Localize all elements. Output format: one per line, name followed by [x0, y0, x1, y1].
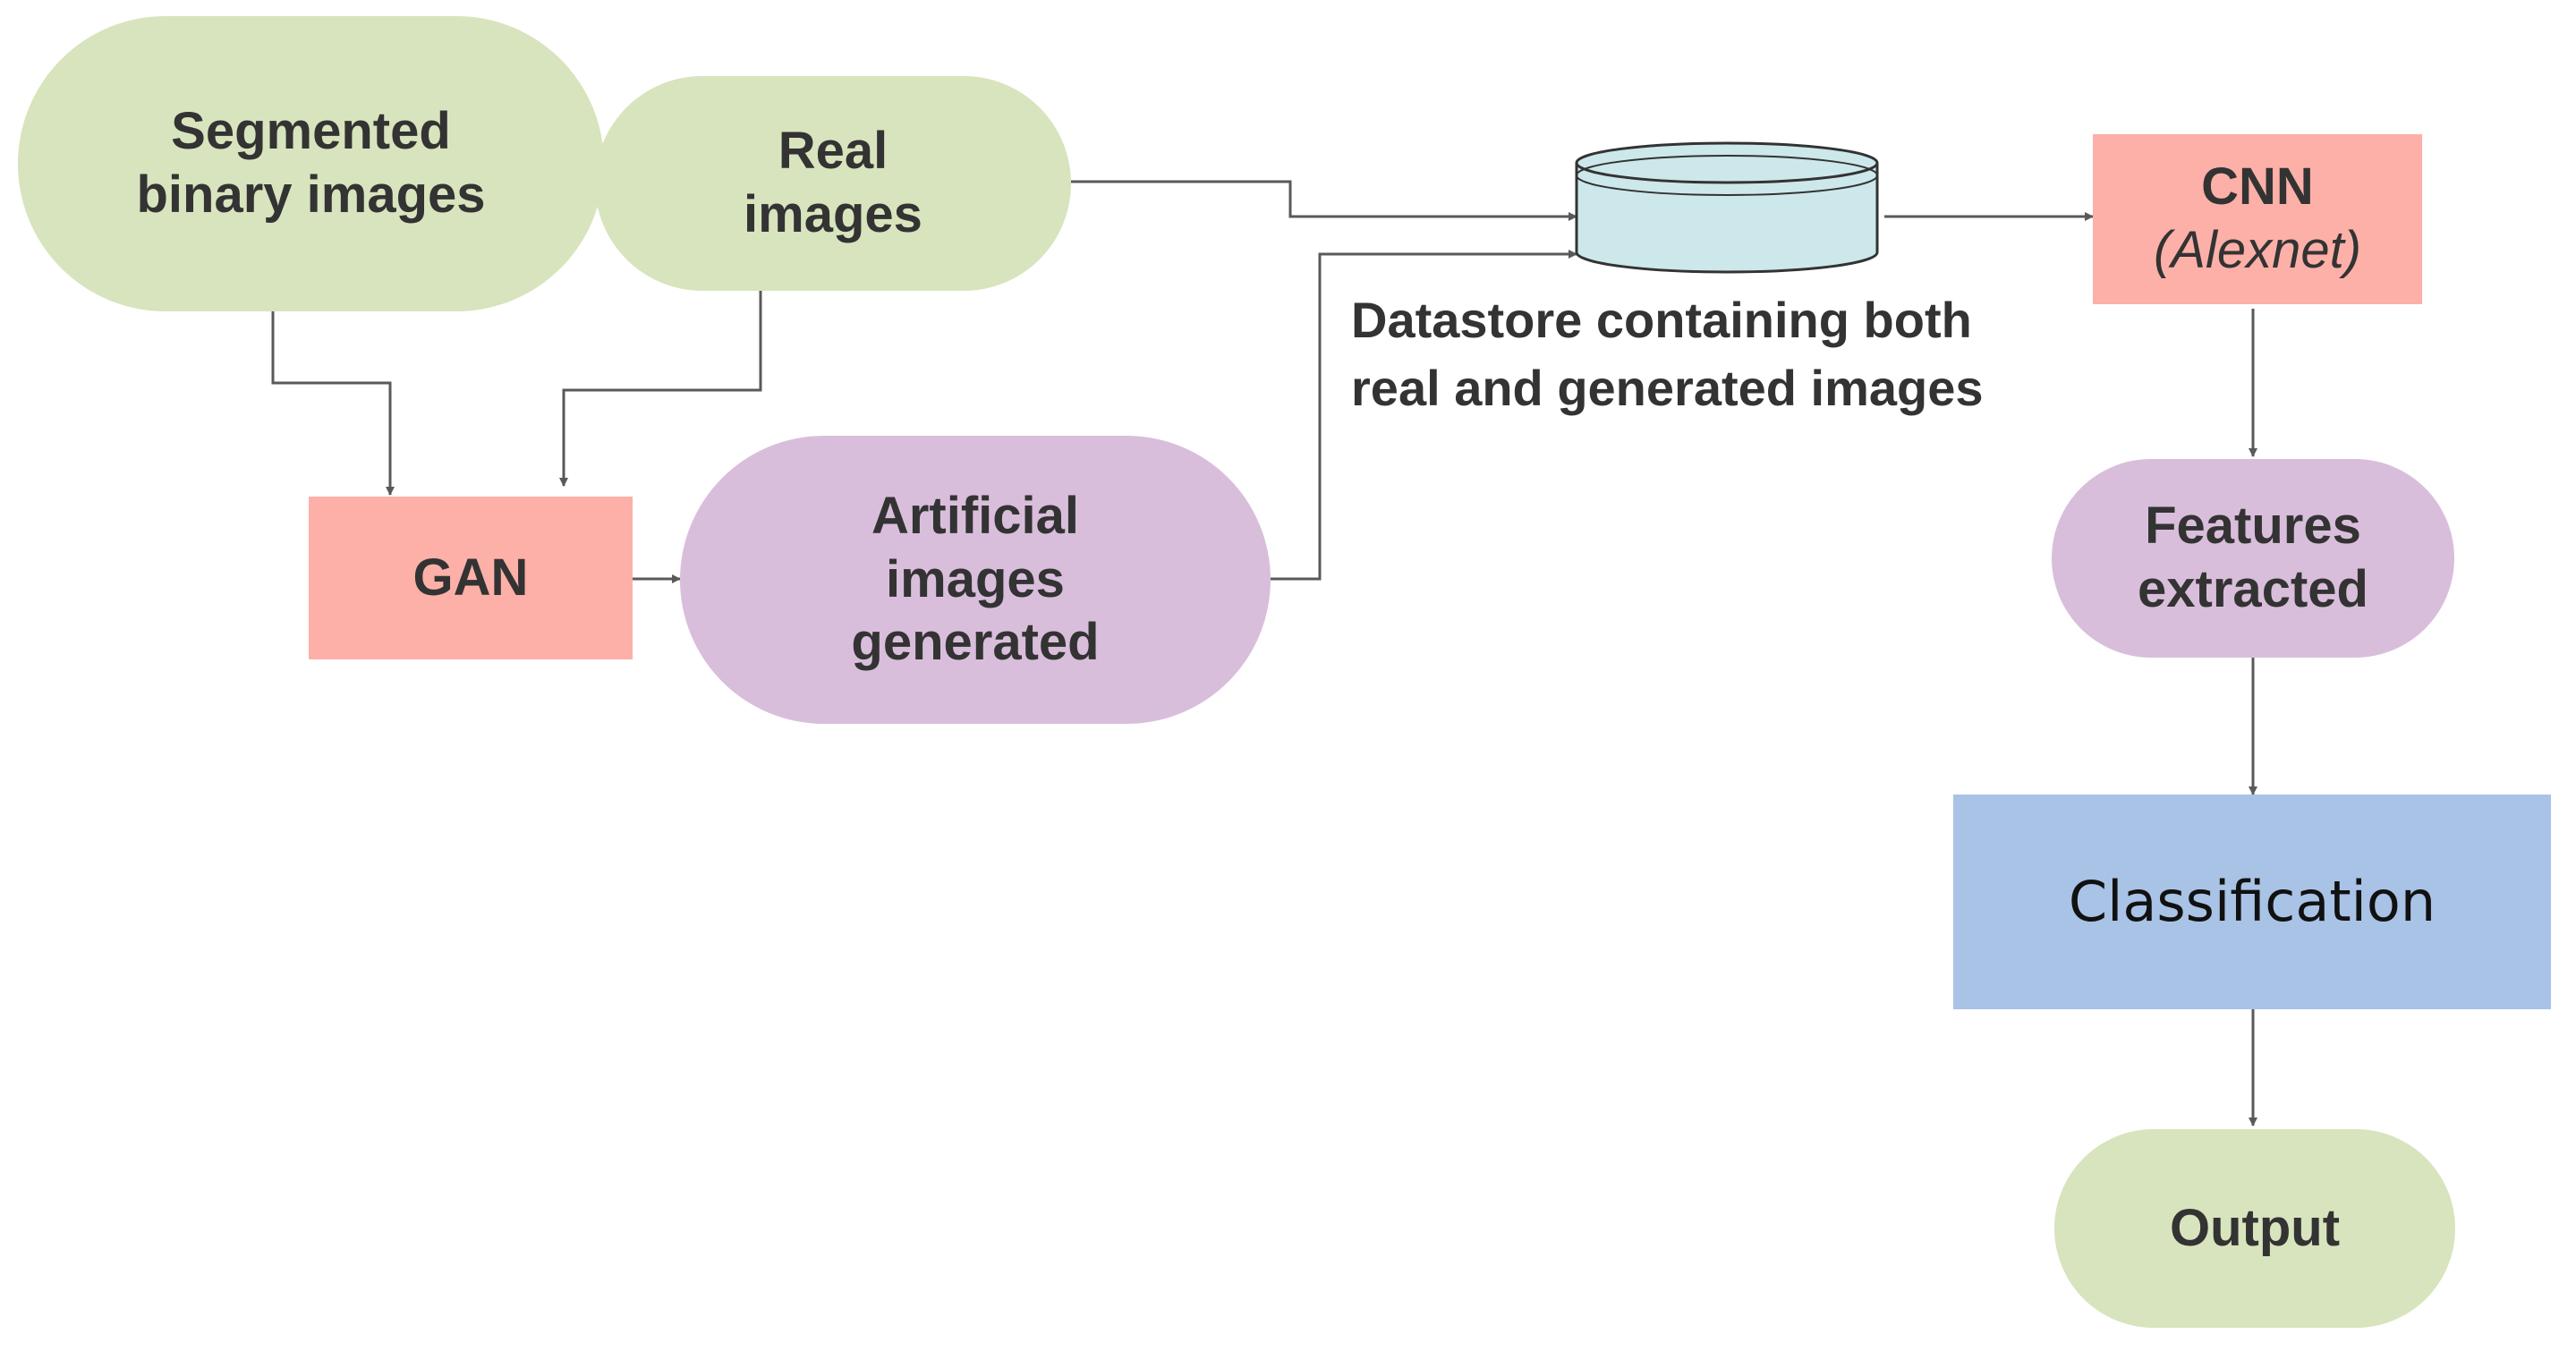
datastore-cylinder-icon [1575, 141, 1879, 274]
cnn-line2: (Alexnet) [2153, 221, 2362, 279]
features-line1: Features [2145, 497, 2361, 556]
datastore-caption-line2: real and generated images [1351, 359, 1984, 416]
datastore-caption: Datastore containing both real and gener… [1351, 286, 1984, 421]
output-label: Output [2169, 1198, 2341, 1257]
edge-real-to-datastore [1071, 180, 1577, 221]
edge-real-to-gan [559, 291, 762, 487]
output-node: Output [2054, 1129, 2455, 1328]
real-line2: images [744, 185, 922, 243]
real-images-node: Real images [595, 76, 1071, 291]
segmented-line1: Segmented [171, 102, 451, 161]
artificial-line2: images [886, 549, 1065, 608]
cnn-line1: CNN [2201, 157, 2314, 217]
artificial-images-generated-node: Artificial images generated [680, 436, 1271, 724]
real-line1: Real [778, 122, 888, 181]
cnn-node: CNN (Alexnet) [2093, 134, 2422, 304]
segmented-binary-images-node: Segmented binary images [18, 16, 604, 311]
segmented-line2: binary images [136, 166, 486, 224]
artificial-line3: generated [851, 613, 1100, 672]
datastore-caption-line1: Datastore containing both [1351, 292, 1972, 348]
artificial-line1: Artificial [871, 486, 1080, 545]
classification-label: Classification [2068, 869, 2436, 935]
gan-label: GAN [412, 548, 529, 607]
edge-segmented-to-gan [271, 276, 395, 496]
features-extracted-node: Features extracted [2052, 459, 2454, 658]
edge-artificial-to-datastore [1271, 250, 1577, 581]
gan-node: GAN [309, 497, 633, 659]
features-line2: extracted [2138, 560, 2368, 618]
classification-node: Classification [1953, 795, 2551, 1009]
